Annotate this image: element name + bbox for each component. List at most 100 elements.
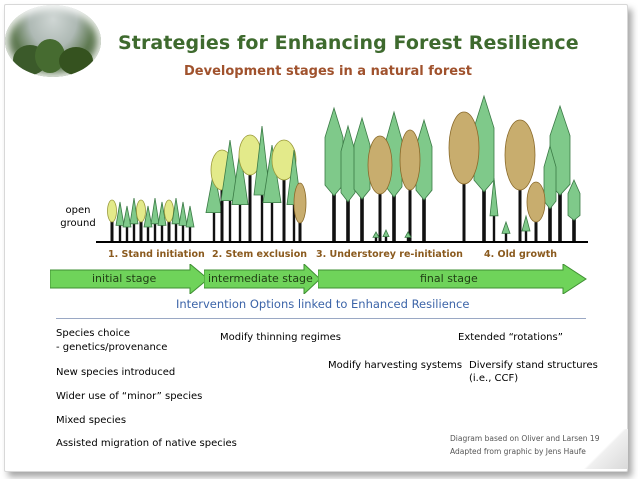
mature-tree	[543, 144, 557, 210]
trunk	[146, 225, 150, 242]
open-ground-label: open ground	[60, 205, 96, 229]
trunk	[360, 179, 364, 242]
trunk	[220, 182, 224, 242]
mature-tree	[567, 179, 581, 221]
trunk	[181, 223, 185, 242]
arrow-initial-stage	[50, 264, 209, 294]
trunk	[518, 176, 522, 242]
option-minor-species: Wider use of “minor” species	[56, 391, 203, 402]
broadleaf-tree	[107, 199, 117, 223]
trunk	[132, 221, 136, 242]
trunk	[292, 200, 296, 242]
option-diversify: Diversify stand structures	[469, 360, 598, 371]
trunk	[378, 182, 382, 242]
trunk	[174, 221, 178, 242]
conifer-tree	[372, 231, 380, 238]
page-curl	[582, 429, 628, 469]
conifer-tree	[185, 205, 195, 228]
broadleaf-tree	[367, 135, 393, 195]
divider	[56, 318, 586, 319]
broadleaf-tree	[293, 182, 307, 224]
conifer-tree	[129, 197, 139, 225]
trunk	[125, 225, 129, 242]
option-rotations: Extended “rotations”	[458, 332, 563, 343]
option-ccf: (i.e., CCF)	[469, 373, 519, 384]
trunk	[298, 215, 302, 242]
trunk	[238, 200, 242, 242]
trunk	[422, 180, 426, 242]
stage-label-stem-exclusion: 2. Stem exclusion	[212, 249, 307, 260]
arrow-intermediate-stage	[204, 264, 321, 294]
trunk	[524, 229, 528, 242]
conifer-tree	[122, 205, 132, 228]
broadleaf-tree	[448, 111, 480, 185]
mature-tree	[324, 106, 344, 197]
trunk	[374, 236, 378, 242]
trunk	[248, 167, 252, 242]
trunk	[558, 173, 562, 242]
option-assisted-migration: Assisted migration of native species	[56, 438, 237, 449]
conifer-tree	[157, 201, 167, 226]
trunk	[260, 189, 264, 242]
conifer-tree	[501, 220, 511, 234]
stage-label-understorey: 3. Understorey re-initiation	[316, 249, 463, 260]
interventions-heading: Intervention Options linked to Enhanced …	[176, 297, 470, 311]
stage-label-old-growth: 4. Old growth	[484, 249, 558, 260]
phase-final: final stage	[420, 272, 478, 285]
credit-line-2: Adapted from graphic by Jens Haufe	[450, 447, 586, 456]
trunk	[482, 168, 486, 242]
trunk	[548, 193, 552, 242]
phase-initial: initial stage	[92, 272, 157, 285]
ground-line	[96, 241, 588, 243]
trunk	[504, 232, 508, 242]
trunk	[332, 174, 336, 242]
trunk	[153, 221, 157, 242]
conifer-tree	[115, 201, 125, 226]
conifer-tree	[521, 214, 531, 232]
option-genetics: - genetics/provenance	[56, 342, 168, 353]
option-harvesting: Modify harvesting systems	[328, 360, 463, 371]
slide	[4, 4, 628, 472]
trunk	[110, 217, 114, 242]
forest-photo	[5, 5, 101, 77]
trunk	[212, 209, 216, 242]
trunk	[188, 225, 192, 242]
arrow-final-stage	[318, 264, 587, 294]
stage-label-stand-initiation: 1. Stand initiation	[108, 249, 205, 260]
trunk	[384, 236, 388, 242]
trunk	[392, 176, 396, 242]
conifer-tree	[489, 177, 499, 217]
option-thinning: Modify thinning regimes	[220, 332, 341, 343]
trunk	[228, 195, 232, 242]
broadleaf-tree	[271, 139, 297, 181]
trunk	[282, 172, 286, 242]
trunk	[492, 212, 496, 242]
trunk	[160, 223, 164, 242]
page-subtitle: Development stages in a natural forest	[184, 64, 473, 79]
conifer-tree	[404, 231, 412, 238]
page-title: Strategies for Enhancing Forest Resilien…	[118, 32, 579, 54]
conifer-tree	[171, 197, 181, 225]
broadleaf-tree	[504, 119, 536, 191]
trunk	[346, 183, 350, 242]
phase-intermediate: intermediate stage	[208, 272, 313, 285]
trunk	[270, 197, 274, 242]
broadleaf-tree	[136, 199, 146, 223]
credit-line-1: Diagram based on Oliver and Larsen 19	[450, 434, 600, 443]
option-species-choice: Species choice	[56, 328, 131, 339]
trunk	[406, 236, 410, 242]
conifer-tree	[143, 205, 153, 228]
conifer-tree	[231, 149, 249, 206]
broadleaf-tree	[399, 129, 421, 191]
trunk	[139, 217, 143, 242]
conifer-tree	[205, 169, 223, 214]
conifer-tree	[150, 197, 160, 225]
trunk	[167, 217, 171, 242]
conifer-tree	[382, 229, 390, 238]
mature-tree	[353, 116, 371, 200]
conifer-tree	[178, 201, 188, 226]
trunk	[572, 210, 576, 242]
option-mixed-species: Mixed species	[56, 415, 127, 426]
forest-stages-illustration	[107, 94, 581, 242]
trunk	[534, 214, 538, 242]
